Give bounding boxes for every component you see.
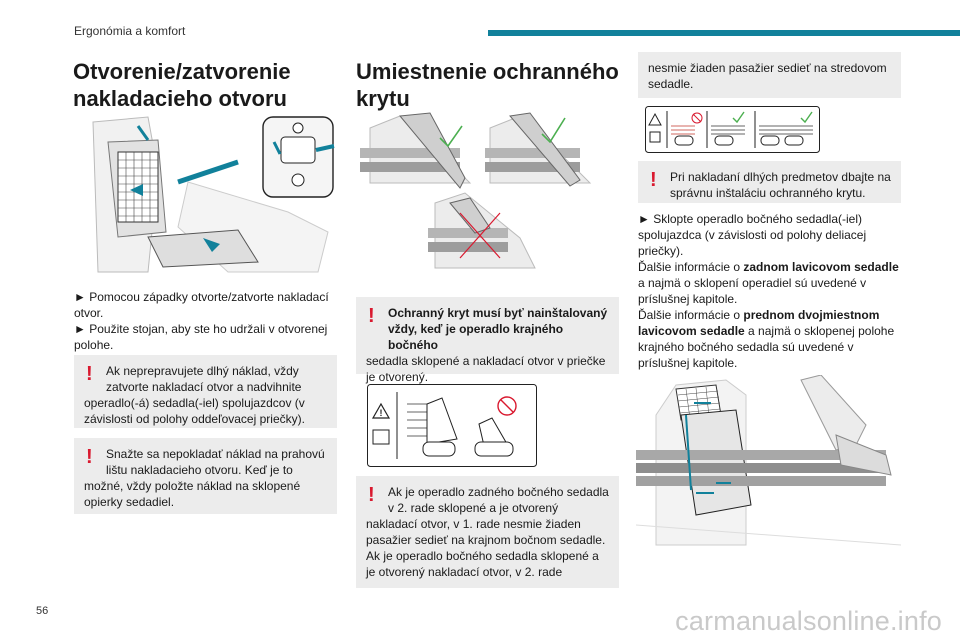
page-number: 56 <box>36 605 49 617</box>
instruction-stand: ► Použite stojan, aby ste ho udržali v o… <box>74 322 328 352</box>
header-accent-bar <box>488 30 960 36</box>
warning-note-long-items: ! Pri nakladaní dlhých predmetov dbajte … <box>638 161 901 203</box>
warning-note-row-occupancy: ! Ak je operadlo zadného bočného sedadla… <box>356 476 619 588</box>
warning-note-cover-required: ! Ochranný kryt musí byť nainštalovaný v… <box>356 297 619 384</box>
warning-icon: ! <box>368 305 375 327</box>
warning-icon: ! <box>368 484 375 506</box>
cover-warning-label-illustration: ! <box>367 384 537 467</box>
more-info-rear-bench: Ďalšie informácie o zadnom lavicovom sed… <box>638 260 899 306</box>
warning-note-long-load: ! Ak neprepravujete dlhý náklad, vždy za… <box>74 355 337 428</box>
folded-seat-load-illustration <box>636 375 901 546</box>
loading-positions-label-illustration <box>645 106 820 153</box>
loading-hatch-illustration <box>88 112 340 282</box>
more-info-front-bench: Ďalšie informácie o prednom dvojmiestnom… <box>638 308 895 370</box>
section-header: Ergonómia a komfort <box>74 24 186 38</box>
svg-text:!: ! <box>380 408 383 418</box>
protective-cover-positions-illustration <box>360 112 592 269</box>
warning-icon: ! <box>86 363 93 385</box>
warning-icon: ! <box>650 169 657 191</box>
instruction-fold-backrest: ► Sklopte operadlo bočného sedadla(-iel)… <box>638 212 867 258</box>
watermark: carmanualsonline.info <box>675 606 942 636</box>
warning-icon: ! <box>86 446 93 468</box>
instruction-latch: ► Pomocou západky otvorte/zatvorte nakla… <box>74 290 329 320</box>
warning-note-continued: nesmie žiaden pasažier sedieť na stredov… <box>638 52 901 98</box>
warning-note-threshold: ! Snažte sa nepokladať náklad na prahovú… <box>74 438 337 514</box>
